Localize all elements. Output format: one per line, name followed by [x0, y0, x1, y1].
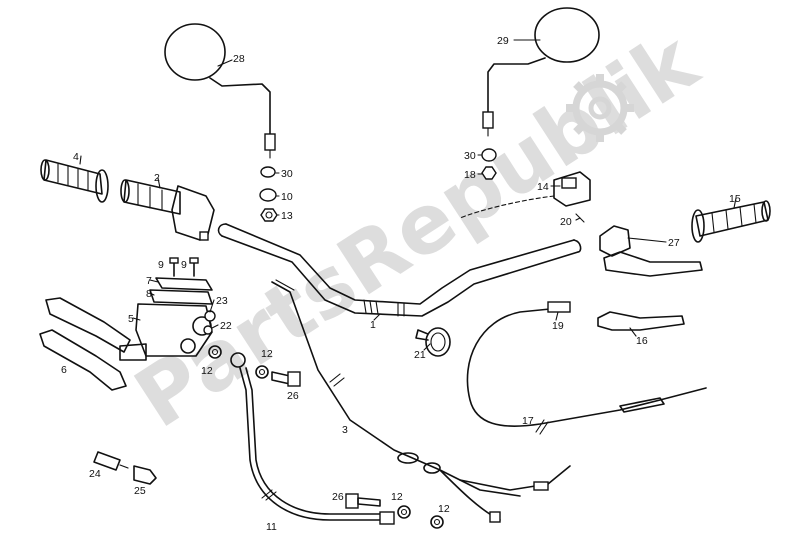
callout-1: 1 [370, 319, 376, 331]
callout-4: 4 [73, 151, 79, 163]
callout-2: 2 [154, 172, 160, 184]
callout-12-b: 12 [261, 348, 273, 360]
callout-30-right: 30 [464, 150, 476, 162]
clutch-lever [599, 225, 703, 277]
brake-light-switch [93, 451, 129, 471]
callout-18: 18 [464, 169, 476, 181]
callout-26-b: 26 [332, 491, 344, 503]
callout-16: 16 [636, 335, 648, 347]
throttle-cable [271, 279, 571, 523]
left-mirror [164, 23, 276, 159]
washers-bolts [208, 345, 444, 529]
callout-8: 8 [146, 288, 152, 300]
right-mirror [482, 7, 600, 137]
callout-22: 22 [220, 320, 232, 332]
callout-17: 17 [522, 415, 534, 427]
handlebar [217, 223, 582, 317]
right-grip [691, 200, 771, 243]
callout-6: 6 [61, 364, 67, 376]
brake-lever [597, 311, 685, 331]
callout-9-right: 9 [181, 259, 187, 271]
master-cylinder [119, 303, 213, 361]
lever-pivot [203, 310, 216, 335]
callout-28: 28 [233, 53, 245, 65]
callout-27: 27 [668, 237, 680, 249]
callout-25: 25 [134, 485, 146, 497]
callout-5: 5 [128, 313, 134, 325]
callout-20: 20 [560, 216, 572, 228]
callout-14: 14 [537, 181, 549, 193]
left-grip [40, 159, 109, 203]
callout-10: 10 [281, 191, 293, 203]
callout-labels: 28 29 4 2 30 10 13 30 18 14 20 15 27 9 9… [61, 35, 741, 533]
clutch-cable [466, 301, 707, 435]
front-brake-lever [45, 297, 131, 353]
hand-lever [39, 329, 127, 391]
throttle-grip [120, 179, 215, 241]
callout-21: 21 [414, 349, 426, 361]
brake-hose [230, 352, 395, 525]
callout-23: 23 [216, 295, 228, 307]
callout-24: 24 [89, 468, 101, 480]
callout-11: 11 [266, 521, 277, 533]
master-cylinder-cap [149, 257, 213, 305]
left-mirror-mount [259, 166, 278, 222]
callout-7: 7 [146, 275, 152, 287]
callout-3: 3 [342, 424, 348, 436]
cable-clamp [415, 327, 451, 357]
callout-19: 19 [552, 320, 564, 332]
gear-icon [566, 74, 634, 142]
callout-9-left: 9 [158, 259, 164, 271]
callout-29: 29 [497, 35, 509, 47]
callout-13: 13 [281, 210, 293, 222]
callout-12-c: 12 [391, 491, 403, 503]
callout-12-d: 12 [438, 503, 450, 515]
callout-15: 15 [729, 193, 741, 205]
switch-boot [133, 465, 157, 485]
leader-lines [79, 39, 737, 351]
callout-26-a: 26 [287, 390, 299, 402]
callout-12-a: 12 [201, 365, 213, 377]
callout-30-left: 30 [281, 168, 293, 180]
